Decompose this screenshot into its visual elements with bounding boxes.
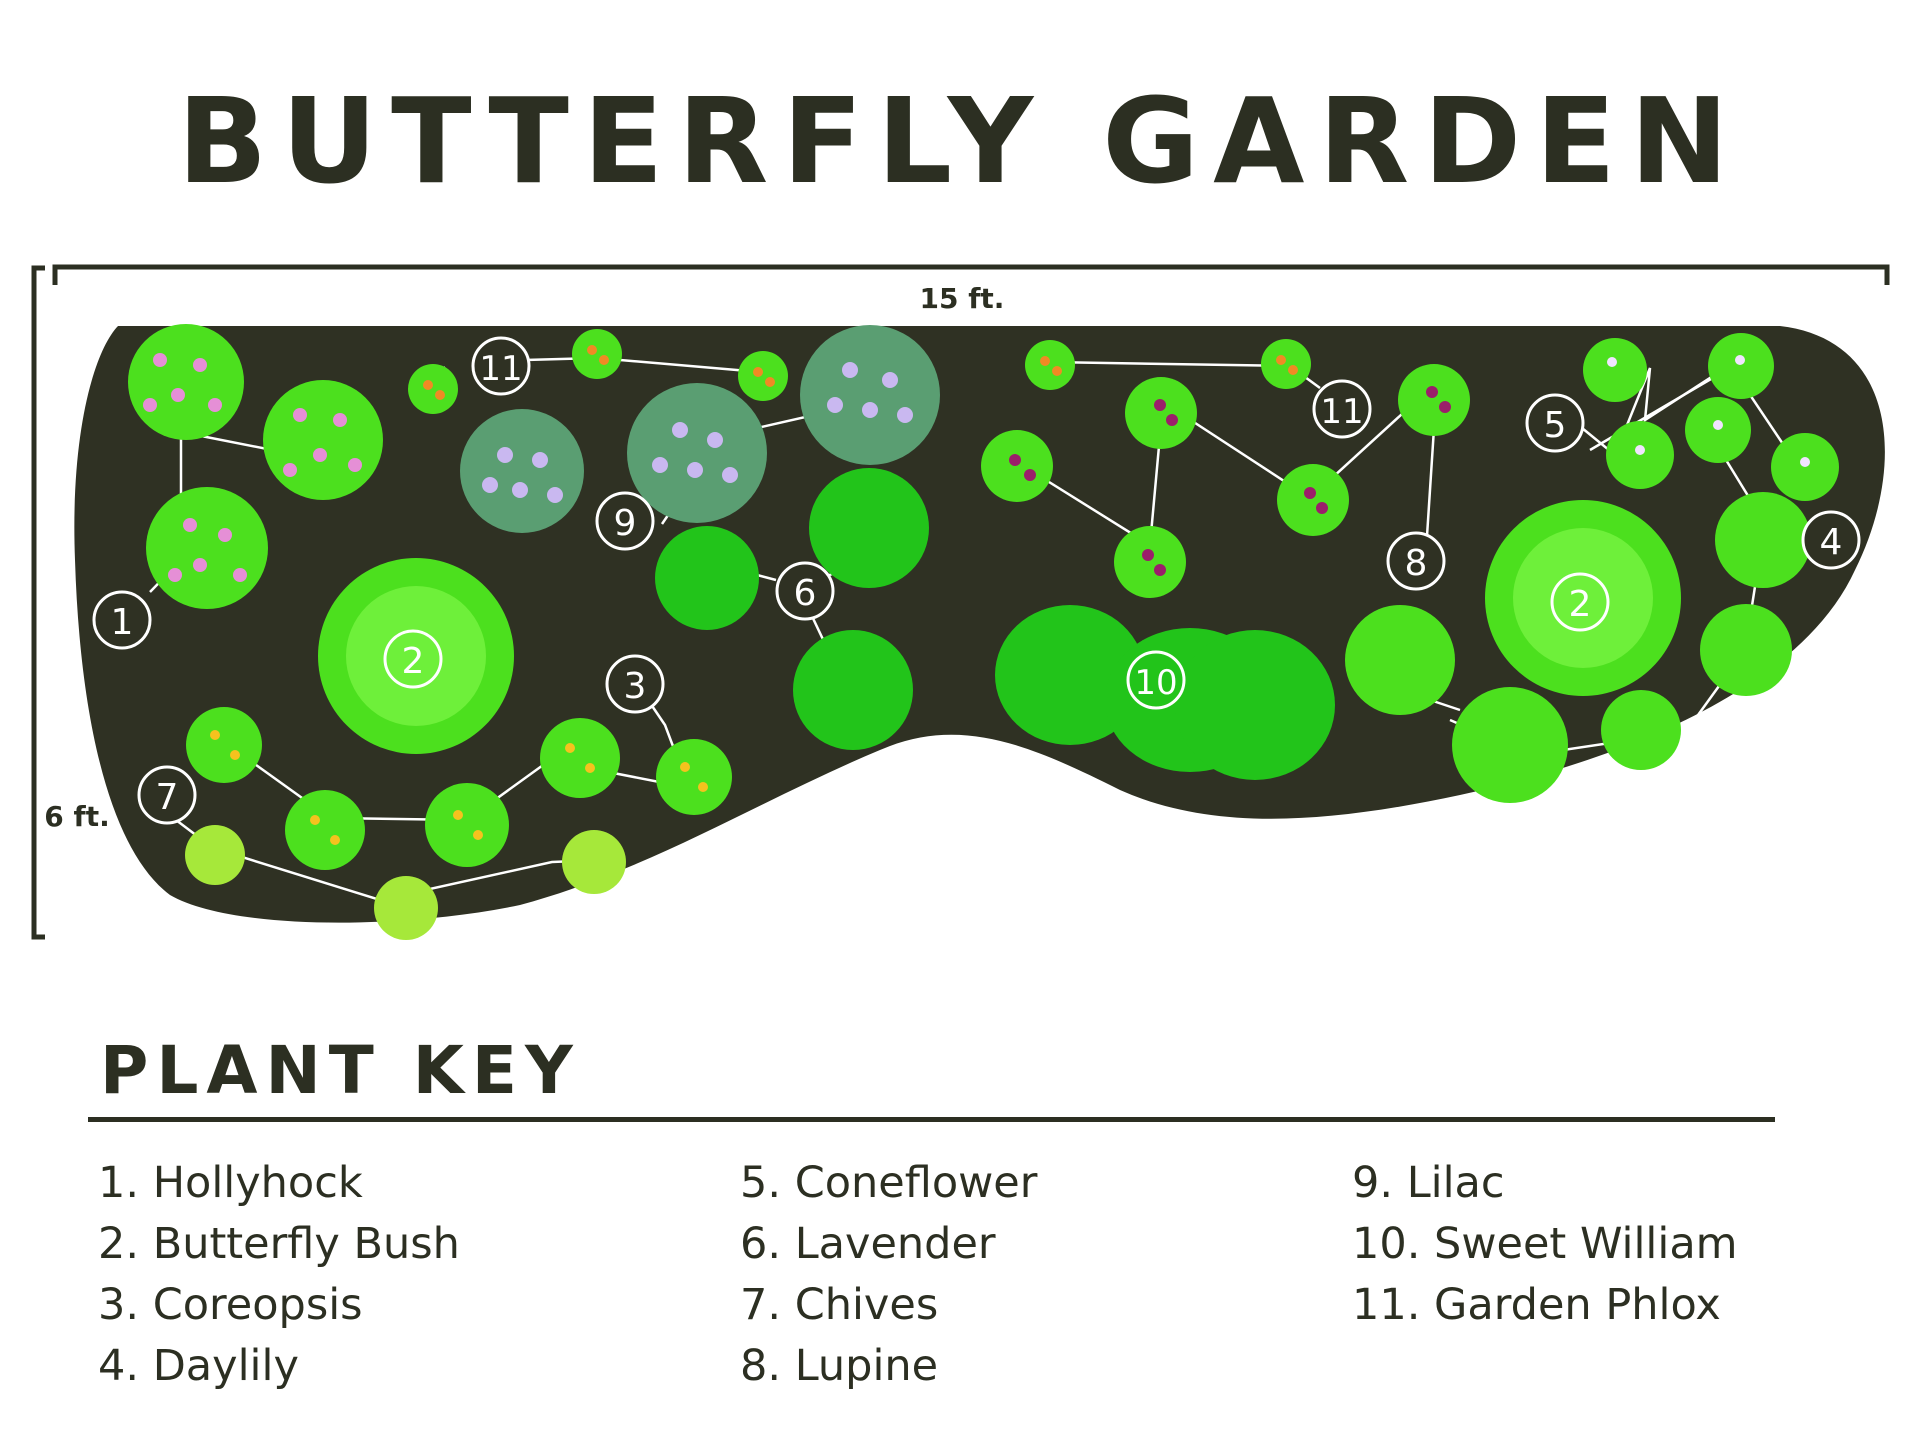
plant-lilac [460,325,940,533]
marker-1-label: 1 [111,602,134,643]
marker-2-right: 2 [1550,572,1610,632]
plant-key-column-3: 9. Lilac 10. Sweet William 11. Garden Ph… [1352,1153,1738,1336]
marker-7: 7 [137,765,197,825]
marker-9-label: 9 [614,503,637,544]
marker-2-left-label: 2 [402,641,425,682]
plant-key-item: 4. Daylily [98,1341,299,1391]
marker-11-left: 11 [471,336,531,396]
width-dimension-bracket [52,264,1890,285]
plant-butterfly-bush [318,500,1681,754]
marker-11-right-label: 11 [1320,392,1363,432]
marker-8: 8 [1386,531,1446,591]
plant-key-item: 9. Lilac [1352,1158,1505,1208]
marker-6: 6 [775,561,835,621]
marker-11-right: 11 [1312,379,1372,439]
marker-8-label: 8 [1405,543,1428,584]
marker-5: 5 [1525,393,1585,453]
plant-key-item: 7. Chives [740,1280,939,1330]
plant-key-item: 10. Sweet William [1352,1219,1738,1269]
diagram-title: BUTTERFLY GARDEN [177,72,1743,210]
plant-lupine [981,364,1470,598]
plant-key-column-2: 5. Coneflower 6. Lavender 7. Chives 8. L… [740,1153,1037,1397]
marker-5-label: 5 [1544,405,1567,446]
height-dimension-bracket [31,265,45,940]
plant-key-item: 5. Coneflower [740,1158,1038,1208]
plant-chives [185,825,626,940]
marker-6-label: 6 [794,573,817,614]
plant-sweet-william [995,605,1335,780]
marker-3-label: 3 [624,666,647,707]
plant-key-item: 11. Garden Phlox [1352,1280,1721,1330]
plant-coreopsis [186,707,732,870]
plant-key-heading: PLANT KEY [100,1032,581,1109]
marker-4: 4 [1801,510,1861,570]
width-dimension-label: 15 ft. [920,282,1005,315]
marker-7-label: 7 [156,777,179,818]
marker-10-label: 10 [1134,663,1177,703]
plant-garden-phlox [408,329,1311,414]
marker-11-left-label: 11 [479,349,522,389]
plant-key-item: 1. Hollyhock [98,1158,363,1208]
plant-key-divider [88,1117,1775,1122]
plant-key-column-1: 1. Hollyhock 2. Butterfly Bush 3. Coreop… [98,1153,460,1397]
plant-key-item: 2. Butterfly Bush [98,1219,460,1269]
marker-9: 9 [595,491,655,551]
marker-10: 10 [1126,650,1186,710]
plant-key-item: 6. Lavender [740,1219,996,1269]
marker-3: 3 [605,654,665,714]
plant-lavender [655,468,929,750]
plant-coneflower [1583,333,1839,501]
plant-daylily [1345,492,1811,803]
height-dimension-label: 6 ft. [44,800,109,833]
marker-2-left: 2 [383,629,443,689]
marker-4-label: 4 [1820,522,1843,563]
plant-key-item: 8. Lupine [740,1341,939,1391]
plant-key-item: 3. Coreopsis [98,1280,363,1330]
plant-hollyhock [128,324,383,609]
marker-2-right-label: 2 [1569,584,1592,625]
garden-plan: 15 ft. 6 ft. [31,264,1890,940]
marker-1: 1 [92,590,152,650]
